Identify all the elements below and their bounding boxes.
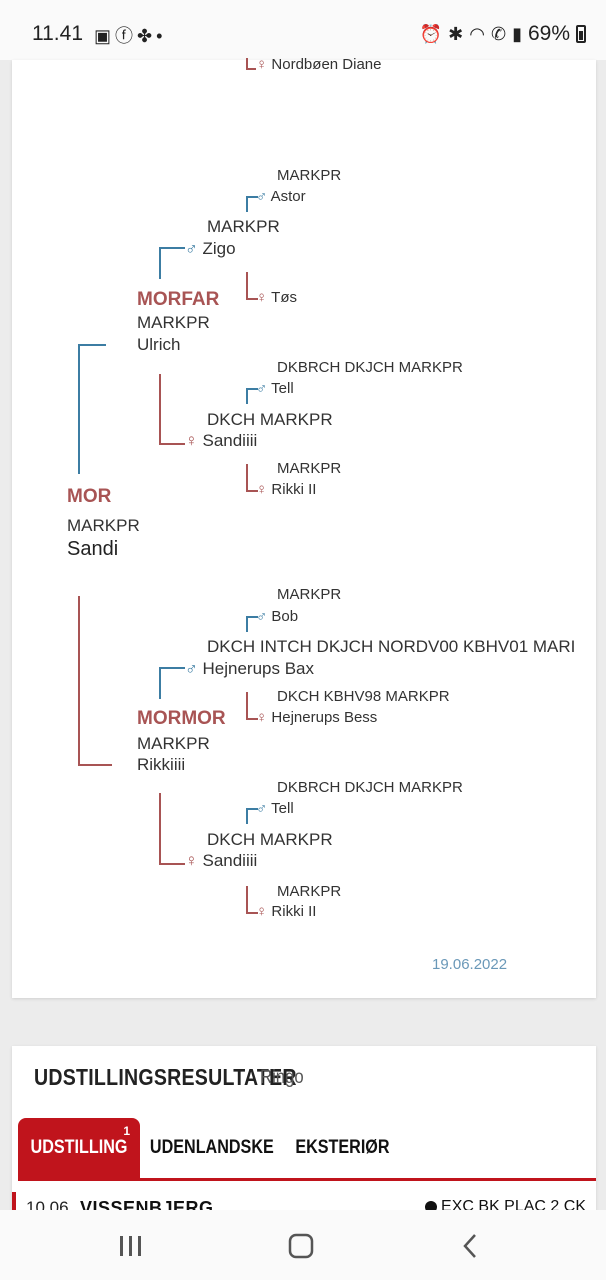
female-icon: ♀ — [256, 56, 268, 73]
connector — [159, 247, 185, 279]
dog-link-zigo[interactable]: Zigo — [202, 239, 236, 258]
dog-titles: DKCH MARKPR — [207, 830, 333, 849]
connector — [246, 616, 258, 632]
tab-eksterior[interactable]: EKSTERIØR — [292, 1118, 392, 1178]
male-icon: ♂ — [256, 608, 268, 625]
dog-titles: DKCH INTCH DKJCH NORDV00 KBHV01 MARI — [207, 637, 576, 656]
dog-titles: DKCH KBHV98 MARKPR — [277, 688, 450, 705]
battery-percent: 69% — [527, 22, 570, 45]
dog-titles: MARKPR — [67, 516, 140, 535]
tab-udstilling[interactable]: UDSTILLING 1 — [18, 1118, 140, 1178]
dog-link-sandiiii-2[interactable]: Sandiiii — [202, 851, 258, 870]
role-mormor: MORMOR — [137, 708, 226, 729]
home-button[interactable] — [276, 1226, 326, 1266]
dog-link-tell-2[interactable]: Tell — [271, 800, 294, 817]
connector — [159, 793, 185, 865]
connector — [159, 374, 185, 445]
connector — [78, 344, 106, 474]
dog-titles: MARKPR — [137, 313, 210, 332]
dot-icon: • — [156, 26, 167, 46]
connector — [246, 808, 258, 824]
back-icon — [463, 1234, 476, 1258]
female-icon: ♀ — [256, 289, 268, 306]
dog-titles: DKBRCH DKJCH MARKPR — [277, 779, 463, 796]
dog-name: Nordbøen Diane — [271, 56, 382, 73]
connector — [246, 388, 258, 404]
dog-link-sandiiii[interactable]: Sandiiii — [202, 431, 258, 450]
call-icon: ✆ — [490, 23, 507, 44]
role-mor: MOR — [67, 486, 112, 507]
battery-icon — [576, 25, 586, 43]
recents-button[interactable] — [106, 1226, 156, 1266]
dog-link-rikki-ii-2[interactable]: Rikki II — [271, 903, 317, 920]
alarm-icon: ⏰ — [419, 23, 443, 44]
status-time: 11.41 — [32, 22, 83, 45]
signal-icon: ▮ — [512, 23, 522, 44]
dog-link-astor[interactable]: Astor — [270, 188, 306, 205]
tab-underline — [18, 1178, 596, 1181]
dog-titles: MARKPR — [277, 460, 342, 477]
dog-titles: MARKPR — [137, 734, 210, 753]
role-morfar: MORFAR — [137, 289, 220, 310]
dog-titles: DKCH MARKPR — [207, 410, 333, 429]
dog-link-ulrich[interactable]: Ulrich — [137, 335, 181, 354]
wifi-icon: ◠ — [469, 23, 485, 44]
dog-titles: MARKPR — [277, 167, 342, 184]
female-icon: ♀ — [256, 481, 268, 498]
tab-udenlandske[interactable]: UDENLANDSKE — [150, 1118, 274, 1178]
male-icon: ♂ — [256, 188, 268, 205]
row-accent — [12, 1192, 16, 1226]
tab-badge: 1 — [123, 1124, 130, 1138]
bluetooth-icon: ✱ — [448, 23, 464, 44]
facebook-icon: ⓕ — [115, 26, 138, 46]
pedigree-card: ♀ Nordbøen Diane MARKPR ♂ Astor MARKPR ♂… — [12, 56, 596, 998]
connector — [246, 886, 258, 914]
female-icon: ♀ — [256, 709, 268, 726]
dog-titles: MARKPR — [277, 883, 342, 900]
connector — [78, 596, 112, 766]
dog-link-sandi[interactable]: Sandi — [67, 538, 119, 560]
dog-link-rikki-ii[interactable]: Rikki II — [271, 481, 317, 498]
female-icon: ♀ — [256, 903, 268, 920]
tab-label: EKSTERIØR — [294, 1137, 390, 1158]
connector — [246, 272, 258, 300]
dog-titles: DKBRCH DKJCH MARKPR — [277, 359, 463, 376]
dog-titles: MARKPR — [277, 586, 342, 603]
connector — [246, 464, 258, 492]
status-left-icons: ▣ⓕ✤• — [94, 22, 166, 48]
connector — [159, 667, 185, 699]
dog-link-hejnerups-bess[interactable]: Hejnerups Bess — [271, 709, 378, 726]
dog-link-bob[interactable]: Bob — [271, 608, 299, 625]
results-card: UDSTILLINGSRESULTATER Ringo UDSTILLING 1… — [12, 1046, 596, 1226]
male-icon: ♂ — [256, 800, 268, 817]
dog-link-tos[interactable]: Tøs — [271, 289, 297, 306]
pinwheel-icon: ✤ — [137, 26, 157, 46]
tab-label: UDENLANDSKE — [150, 1137, 274, 1158]
results-dog-name: Ringo — [260, 1067, 304, 1088]
dog-link-tell[interactable]: Tell — [271, 380, 294, 397]
nav-bar — [0, 1210, 606, 1280]
status-bar: 11.41 ▣ⓕ✤• ⏰ ✱ ◠ ✆ ▮ 69% — [0, 0, 606, 60]
recents-icon — [120, 1236, 141, 1256]
back-button[interactable] — [446, 1226, 496, 1266]
tab-label: UDSTILLING — [30, 1137, 128, 1158]
connector — [246, 692, 258, 720]
female-icon: ♀ — [185, 851, 198, 870]
male-icon: ♂ — [256, 380, 268, 397]
results-title: UDSTILLINGSRESULTATER — [34, 1064, 297, 1090]
connector — [246, 196, 258, 212]
status-right-icons: ⏰ ✱ ◠ ✆ ▮ 69% — [420, 22, 586, 46]
pedigree-date: 19.06.2022 — [432, 956, 508, 973]
connector — [246, 58, 256, 70]
home-icon — [288, 1233, 314, 1259]
dog-link-hejnerups-bax[interactable]: Hejnerups Bax — [202, 659, 314, 678]
male-icon: ♂ — [185, 239, 198, 258]
dog-link-rikkiiii[interactable]: Rikkiiii — [137, 755, 186, 774]
male-icon: ♂ — [185, 659, 198, 678]
notification-icon: ▣ — [94, 26, 116, 46]
female-icon: ♀ — [185, 431, 198, 450]
dog-titles: MARKPR — [207, 217, 280, 236]
